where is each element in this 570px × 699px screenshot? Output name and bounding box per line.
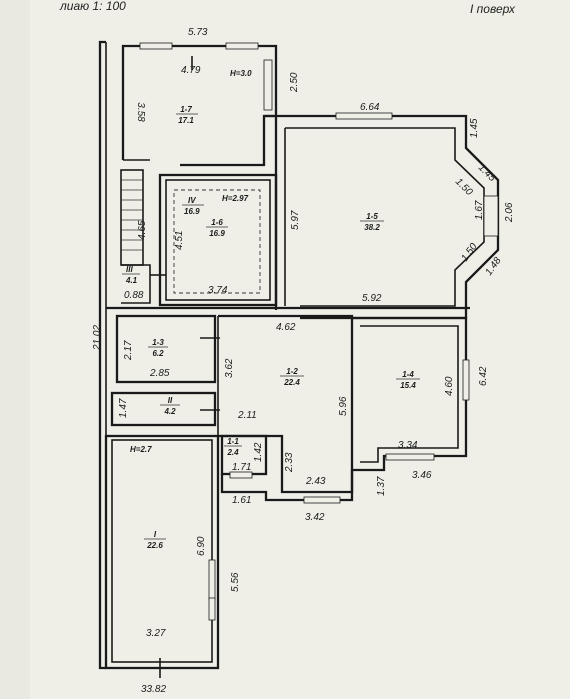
room-11-area: 2.4 bbox=[226, 448, 239, 457]
dim-top-width: 5.73 bbox=[188, 27, 208, 38]
dim-room14-outer-width: 3.46 bbox=[412, 470, 432, 481]
room-17-area: 17.1 bbox=[178, 116, 194, 125]
room-17-number: 1-7 bbox=[180, 105, 192, 114]
room-ii-walls bbox=[110, 391, 217, 427]
room-16-number: 1-6 bbox=[211, 218, 223, 227]
dim-porch-width: 1.61 bbox=[232, 495, 251, 506]
dim-stair-depth: 4.65 bbox=[137, 220, 148, 240]
room-17-height: H=3.0 bbox=[230, 69, 252, 78]
paper-shadow bbox=[0, 0, 30, 699]
room-iii-area: 4.1 bbox=[125, 276, 138, 285]
windows bbox=[139, 42, 499, 621]
dim-hall-right-depth: 5.96 bbox=[338, 396, 349, 416]
room-i-height: H=2.7 bbox=[130, 445, 152, 454]
room-ii-area: 4.2 bbox=[163, 407, 176, 416]
room-16-height: H=2.97 bbox=[222, 194, 249, 203]
dim-room16-depth: 4.51 bbox=[174, 231, 185, 250]
dim-room13-depth: 2.17 bbox=[123, 340, 134, 361]
room-i-area: 22.6 bbox=[146, 541, 163, 550]
dim-room15-bottom: 5.92 bbox=[362, 293, 382, 304]
dim-corridor-width: 2.43 bbox=[305, 476, 326, 487]
dim-room-ii-depth: 1.47 bbox=[118, 398, 129, 418]
room-14-inner bbox=[360, 325, 459, 463]
dim-hall-lower-width: 2.11 bbox=[237, 410, 257, 421]
room-15-number: 1-5 bbox=[366, 212, 378, 221]
dim-total-depth: 21.02 bbox=[92, 325, 103, 351]
dim-total-width: 33.82 bbox=[141, 684, 166, 695]
dim-hall-width: 4.62 bbox=[276, 322, 296, 333]
room-iv-area: 16.9 bbox=[184, 207, 200, 216]
corridor-bottom bbox=[220, 470, 354, 502]
dim-room17-right: 2.50 bbox=[289, 72, 300, 93]
room-iv-number: IV bbox=[188, 196, 196, 205]
room-16-area: 16.9 bbox=[209, 229, 225, 238]
dim-garage-width: 3.27 bbox=[146, 628, 166, 639]
room-13-number: 1-3 bbox=[152, 338, 164, 347]
dim-room15-top: 6.64 bbox=[360, 102, 380, 113]
room-13-area: 6.2 bbox=[152, 349, 164, 358]
room-16-inner bbox=[165, 179, 271, 301]
dim-room15-depth: 5.97 bbox=[290, 210, 301, 230]
dim-room17-depth: 3.58 bbox=[135, 102, 146, 122]
dim-bay-front: 1.67 bbox=[474, 200, 485, 220]
dim-room14-depth: 4.60 bbox=[444, 376, 455, 396]
room-iii-number: III bbox=[126, 265, 133, 274]
room-11-number: 1-1 bbox=[227, 437, 239, 446]
room-12-walls bbox=[218, 314, 354, 494]
dim-room14-width: 3.34 bbox=[398, 440, 418, 451]
room-14-area: 15.4 bbox=[400, 381, 416, 390]
dim-garage-depth: 6.90 bbox=[196, 536, 207, 556]
room-12-area: 22.4 bbox=[283, 378, 300, 387]
room-i-number: I bbox=[154, 530, 157, 539]
room-labels: 1-7 17.1 H=3.0 H=2.97 IV 16.9 1-6 16.9 1… bbox=[122, 69, 420, 550]
dim-room16-width: 3.74 bbox=[208, 285, 228, 296]
dim-wc-depth: 1.42 bbox=[253, 442, 264, 462]
dim-room-iii-width: 0.88 bbox=[124, 290, 144, 301]
dim-corridor-depth: 2.33 bbox=[284, 452, 295, 473]
dim-offset: 1.37 bbox=[376, 476, 387, 496]
dim-room13-width: 2.85 bbox=[149, 368, 170, 379]
dim-room17-width: 4.79 bbox=[181, 65, 201, 76]
room-iii-walls bbox=[121, 264, 151, 304]
room-15-area: 38.2 bbox=[364, 223, 380, 232]
floor-label: I поверх bbox=[470, 2, 516, 16]
dim-hall-depth: 3.62 bbox=[224, 358, 235, 378]
door-marks bbox=[150, 56, 353, 678]
dim-wc-width: 1.71 bbox=[232, 462, 251, 473]
dim-room14-outer: 6.42 bbox=[478, 366, 489, 386]
garage-inner bbox=[111, 439, 213, 663]
room-13-walls bbox=[115, 314, 217, 384]
dim-bay-top: 1.45 bbox=[469, 118, 480, 138]
room-16-walls bbox=[158, 173, 278, 307]
room-14-number: 1-4 bbox=[402, 370, 414, 379]
dim-corridor-outer-width: 3.42 bbox=[305, 512, 325, 523]
dim-garage-depth-outer: 5.56 bbox=[230, 572, 241, 592]
outer-left-wall bbox=[98, 40, 106, 670]
dim-bay-outer: 2.06 bbox=[504, 202, 515, 223]
scale-label: лиаю 1: 100 bbox=[59, 0, 126, 13]
room-ii-number: II bbox=[168, 396, 173, 405]
room-12-number: 1-2 bbox=[286, 367, 298, 376]
room-iv-dashed bbox=[173, 189, 261, 294]
garage-walls bbox=[104, 434, 220, 670]
